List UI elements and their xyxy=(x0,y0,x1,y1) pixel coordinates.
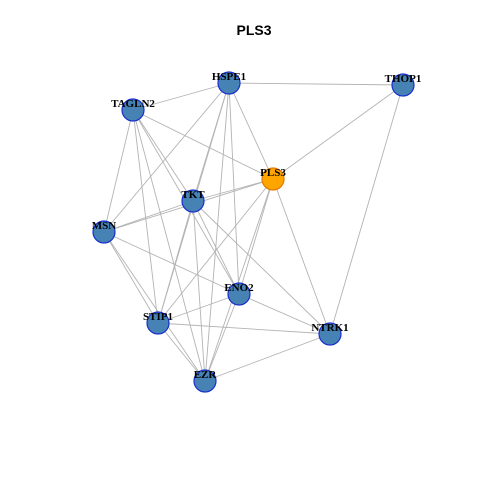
edge-hspe1-ezr xyxy=(204,82,230,382)
node-ntrk1[interactable] xyxy=(318,322,342,346)
node-label-hspe1: HSPE1 xyxy=(212,71,246,83)
edge-msn-eno2 xyxy=(103,231,240,295)
node-ezr[interactable] xyxy=(193,369,217,393)
node-layer xyxy=(92,71,415,393)
edge-tagln2-ezr xyxy=(132,109,206,382)
edge-pls3-ezr xyxy=(204,178,274,382)
edge-hspe1-thop1 xyxy=(228,82,404,86)
edge-ezr-ntrk1 xyxy=(204,333,331,382)
node-label-thop1: THOP1 xyxy=(385,73,422,85)
edge-tkt-stip1 xyxy=(157,200,194,324)
edge-stip1-ezr xyxy=(157,322,206,382)
edge-hspe1-eno2 xyxy=(228,82,240,295)
edge-hspe1-pls3 xyxy=(228,82,274,180)
node-label-ezr: EZR xyxy=(194,369,218,381)
node-label-eno2: ENO2 xyxy=(224,282,254,294)
edge-pls3-eno2 xyxy=(238,178,274,295)
edge-pls3-stip1 xyxy=(157,178,274,324)
diagram-title: PLS3 xyxy=(236,22,271,38)
edge-stip1-eno2 xyxy=(157,293,240,324)
edge-tagln2-stip1 xyxy=(132,109,159,324)
node-eno2[interactable] xyxy=(227,282,251,306)
edge-msn-stip1 xyxy=(103,231,159,324)
node-tkt[interactable] xyxy=(181,189,205,213)
node-label-msn: MSN xyxy=(92,220,117,232)
node-stip1[interactable] xyxy=(146,311,170,335)
edge-thop1-pls3 xyxy=(272,84,404,180)
edge-layer xyxy=(103,82,404,382)
edge-pls3-ntrk1 xyxy=(272,178,331,335)
edge-tkt-ntrk1 xyxy=(192,200,331,335)
edge-stip1-ntrk1 xyxy=(157,322,331,335)
edge-tkt-eno2 xyxy=(192,200,240,295)
edge-hspe1-tagln2 xyxy=(132,82,230,111)
node-thop1[interactable] xyxy=(391,73,415,97)
node-pls3[interactable] xyxy=(261,167,285,191)
node-label-tagln2: TAGLN2 xyxy=(111,98,155,110)
node-label-ntrk1: NTRK1 xyxy=(311,322,348,334)
node-label-pls3: PLS3 xyxy=(260,167,286,179)
edge-msn-ezr xyxy=(103,231,206,382)
edge-tagln2-pls3 xyxy=(132,109,274,180)
node-label-stip1: STIP1 xyxy=(143,311,173,323)
node-hspe1[interactable] xyxy=(217,71,241,95)
node-tagln2[interactable] xyxy=(121,98,145,122)
edge-tkt-msn xyxy=(103,200,194,233)
edge-hspe1-msn xyxy=(103,82,230,233)
edge-tagln2-tkt xyxy=(132,109,194,202)
edge-pls3-tkt xyxy=(192,178,274,202)
edge-tagln2-msn xyxy=(103,109,134,233)
node-label-tkt: TKT xyxy=(181,189,205,201)
edge-eno2-ntrk1 xyxy=(238,293,331,335)
edge-thop1-ntrk1 xyxy=(329,84,404,335)
edge-tkt-ezr xyxy=(192,200,206,382)
node-msn[interactable] xyxy=(92,220,116,244)
edge-eno2-ezr xyxy=(204,293,240,382)
